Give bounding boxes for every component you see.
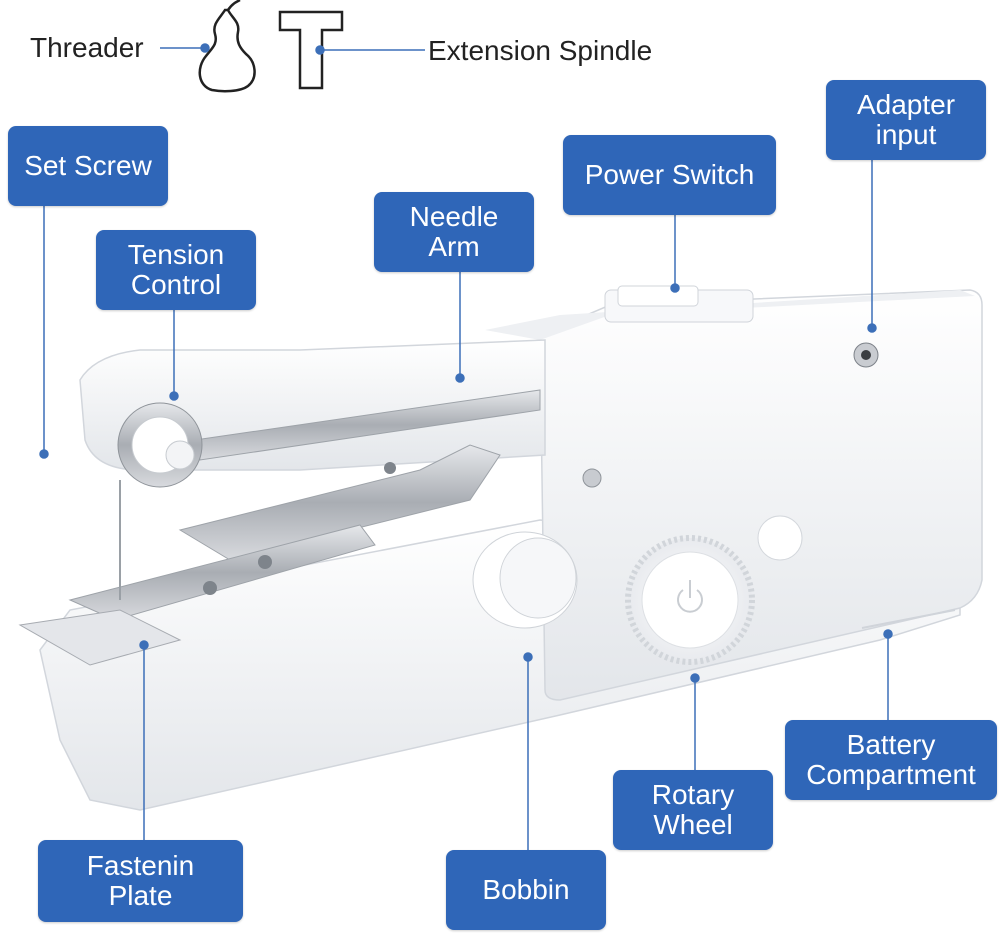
bobbin-label: Bobbin (482, 874, 570, 905)
tension-control-label-line2: Control (130, 269, 222, 300)
battery-compartment-callout: Battery Compartment (785, 720, 997, 800)
adapter-input-label-line2: input (875, 119, 937, 150)
rotary-wheel-label-line1: Rotary (651, 779, 735, 810)
extension-spindle-label: Extension Spindle (428, 35, 653, 66)
battery-compartment-label-line2: Compartment (806, 759, 976, 790)
fastenin-plate-callout: Fastenin Plate (38, 840, 243, 922)
adapter-input-callout: Adapter input (826, 80, 986, 160)
battery-compartment-label-line1: Battery (846, 729, 936, 760)
fastenin-plate-label-line1: Fastenin (86, 850, 195, 881)
power-switch-label: Power Switch (584, 159, 755, 190)
tension-control-label-line1: Tension (127, 239, 225, 270)
extension-spindle-icon (278, 10, 344, 90)
leader-lines (39, 160, 893, 850)
threader-icon (198, 0, 256, 93)
set-screw-callout: Set Screw (8, 126, 168, 206)
tension-control-callout: Tension Control (96, 230, 256, 310)
needle-arm-label-line2: Arm (428, 231, 480, 262)
power-switch-callout: Power Switch (563, 135, 776, 215)
rotary-wheel-callout: Rotary Wheel (613, 770, 773, 850)
adapter-input-label-line1: Adapter (856, 89, 956, 120)
threader-label: Threader (30, 32, 144, 63)
machine-body (18, 285, 983, 811)
fastenin-plate-label-line2: Plate (108, 880, 173, 911)
needle-arm-callout: Needle Arm (374, 192, 534, 272)
needle-arm-label-line1: Needle (409, 201, 499, 232)
bobbin-callout: Bobbin (446, 850, 606, 930)
rotary-wheel-label-line2: Wheel (653, 809, 733, 840)
set-screw-label: Set Screw (24, 150, 152, 181)
